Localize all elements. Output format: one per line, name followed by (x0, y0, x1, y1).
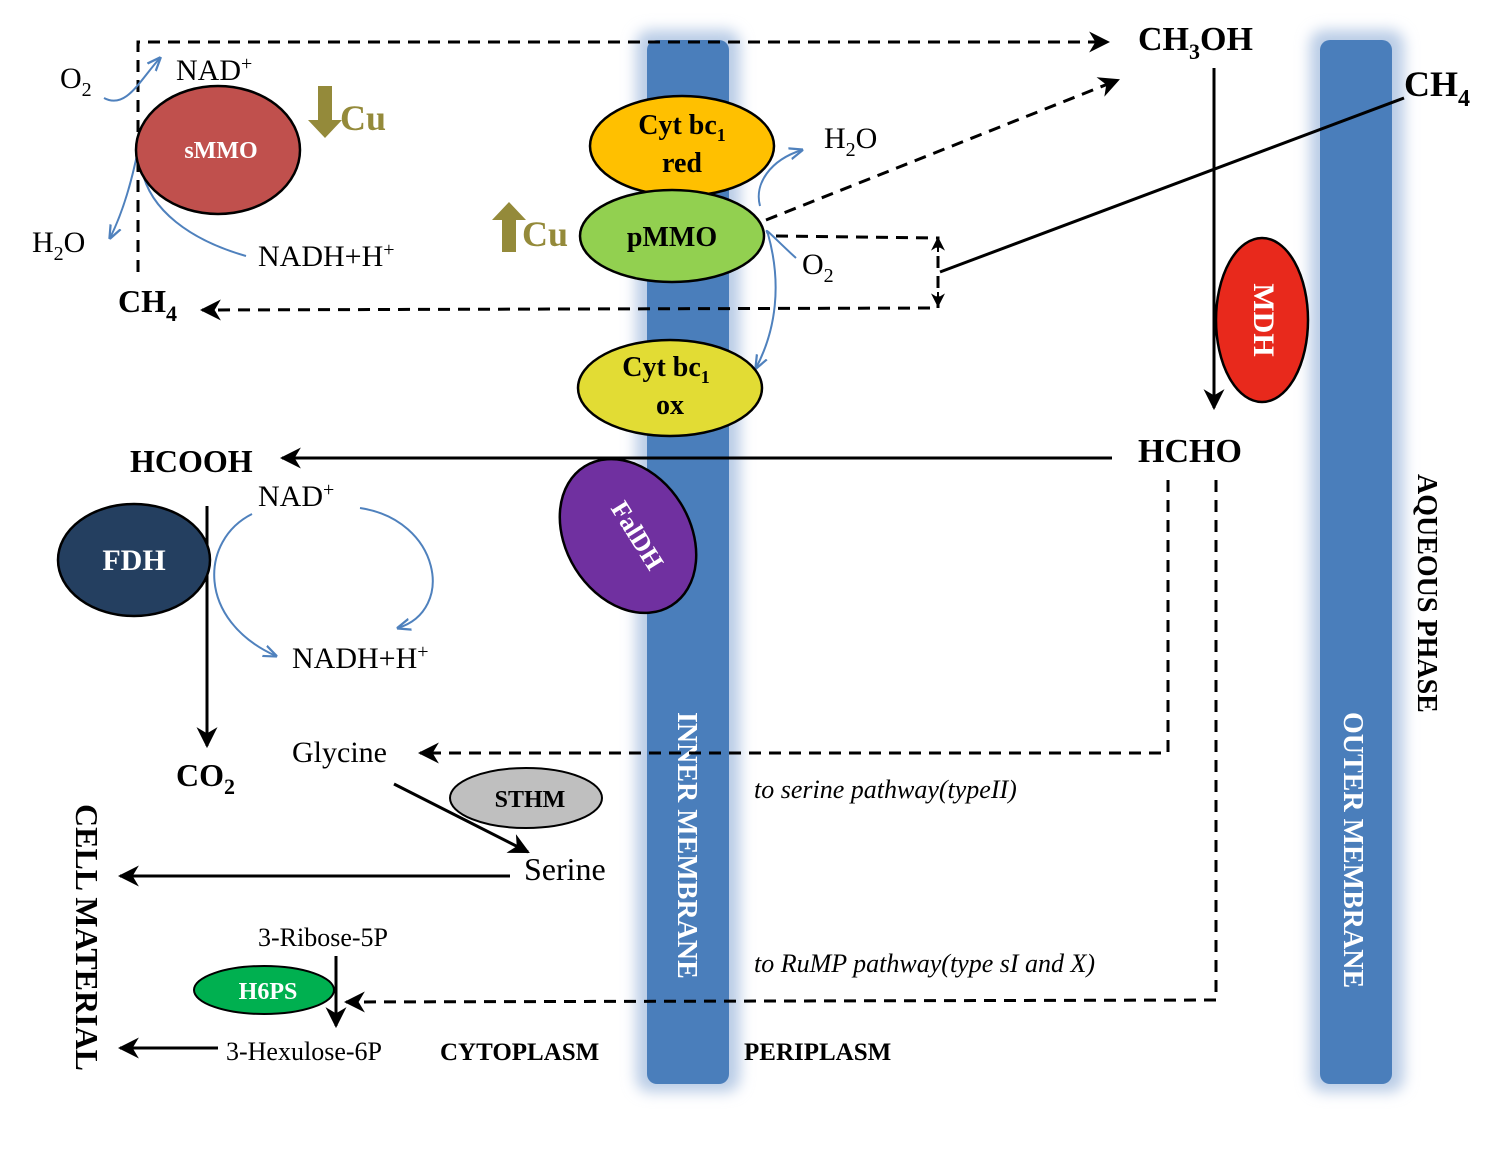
sthm-label: STHM (495, 787, 566, 813)
fdh-enzyme: FDH (56, 502, 212, 618)
h2o-pmmo-label: H2O (824, 122, 877, 161)
cytoplasm-label: CYTOPLASM (440, 1039, 599, 1066)
smmo-to-h2o-arrow (110, 149, 139, 238)
hcho-label: HCHO (1138, 433, 1242, 470)
inner-membrane-label: INNER MEMBRANE (671, 712, 702, 979)
ch4-to-bracket-line (939, 96, 1405, 274)
pmmo-label: pMMO (627, 222, 717, 253)
periplasm-label: PERIPLASM (744, 1039, 891, 1066)
outer-membrane-bar (1320, 40, 1392, 1084)
ch3oh-label: CH3OH (1138, 21, 1253, 64)
solid-paths (117, 68, 1405, 1059)
nad-fdh-label: NAD+ (258, 479, 334, 513)
smmo-label: sMMO (184, 138, 257, 164)
copper-up-arrow-icon (492, 202, 526, 252)
cyt-red-state: red (662, 148, 702, 179)
smmo-o2-to-nad-arrow (103, 58, 160, 102)
copper-down-label: Cu (340, 98, 386, 138)
cyt-ox-state: ox (656, 390, 684, 421)
dashed-ch4-to-ch3oh (136, 31, 1111, 272)
ch4-right-label: CH4 (1404, 64, 1470, 112)
dashed-pmmo-to-ch3oh (765, 77, 1120, 222)
sthm-enzyme: STHM (449, 767, 603, 829)
ribose-label: 3-Ribose-5P (258, 923, 388, 952)
smmo-nadh-curve (141, 169, 247, 257)
smmo-enzyme: sMMO (134, 84, 302, 216)
copper-down-indicator: Cu (308, 86, 386, 138)
faldh-enzyme: FalDH (558, 457, 698, 615)
rump-pathway-label: to RuMP pathway(type sI and X) (754, 949, 1095, 978)
nadh-fdh-label: NADH+H+ (292, 641, 429, 675)
dashed-hcho-to-rump (343, 480, 1218, 1013)
cyt-bc1-ox-enzyme: Cyt bc1 ox (576, 338, 764, 438)
hcooh-label: HCOOH (130, 443, 253, 479)
ch4-left-label: CH4 (118, 283, 177, 326)
glycine-label: Glycine (292, 736, 387, 769)
serine-pathway-label: to serine pathway(typeII) (754, 775, 1017, 804)
fdh-label: FDH (102, 544, 165, 577)
glycine-to-serine-arrow (393, 782, 530, 854)
outer-membrane: OUTER MEMBRANE (1310, 30, 1404, 1092)
dashed-hcho-to-glycine (417, 480, 1170, 764)
cofactor-arrows (103, 58, 802, 656)
dashed-pmmo-bracket (199, 234, 940, 321)
fdh-nad-cycle-arrow (359, 507, 434, 628)
h6ps-label: H6PS (239, 979, 298, 1005)
serine-label: Serine (524, 851, 606, 887)
pmmo-enzyme: pMMO (578, 188, 766, 284)
aqueous-phase-label: AQUEOUS PHASE (1411, 474, 1442, 713)
pmmo-o2-to-cyt-ox-arrow (756, 230, 797, 368)
pmmo-to-h2o-arrow (757, 150, 802, 207)
nadh-smmo-label: NADH+H+ (258, 239, 395, 273)
cyt-ox-label: Cyt bc1 (622, 352, 710, 387)
h2o-smmo-label: H2O (32, 226, 85, 265)
h6ps-enzyme: H6PS (193, 965, 335, 1015)
o2-pmmo-label: O2 (802, 248, 834, 287)
outer-membrane-label: OUTER MEMBRANE (1337, 712, 1368, 988)
copper-down-arrow-icon (308, 86, 342, 138)
cyt-red-label: Cyt bc1 (638, 110, 726, 145)
copper-up-label: Cu (522, 214, 568, 254)
fdh-nad-to-nadh-arrow (213, 513, 276, 656)
cell-material-label: CELL MATERIAL (69, 804, 105, 1071)
mdh-enzyme: MDH (1214, 236, 1310, 404)
copper-up-indicator: Cu (492, 202, 568, 254)
cyt-bc1-red-enzyme: Cyt bc1 red (588, 94, 776, 198)
mdh-label: MDH (1247, 283, 1280, 356)
hexulose-label: 3-Hexulose-6P (226, 1037, 382, 1066)
dashed-paths (136, 31, 1218, 1013)
nad-smmo-label: NAD+ (176, 53, 252, 87)
o2-smmo-label: O2 (60, 62, 92, 101)
co2-label: CO2 (176, 757, 235, 799)
